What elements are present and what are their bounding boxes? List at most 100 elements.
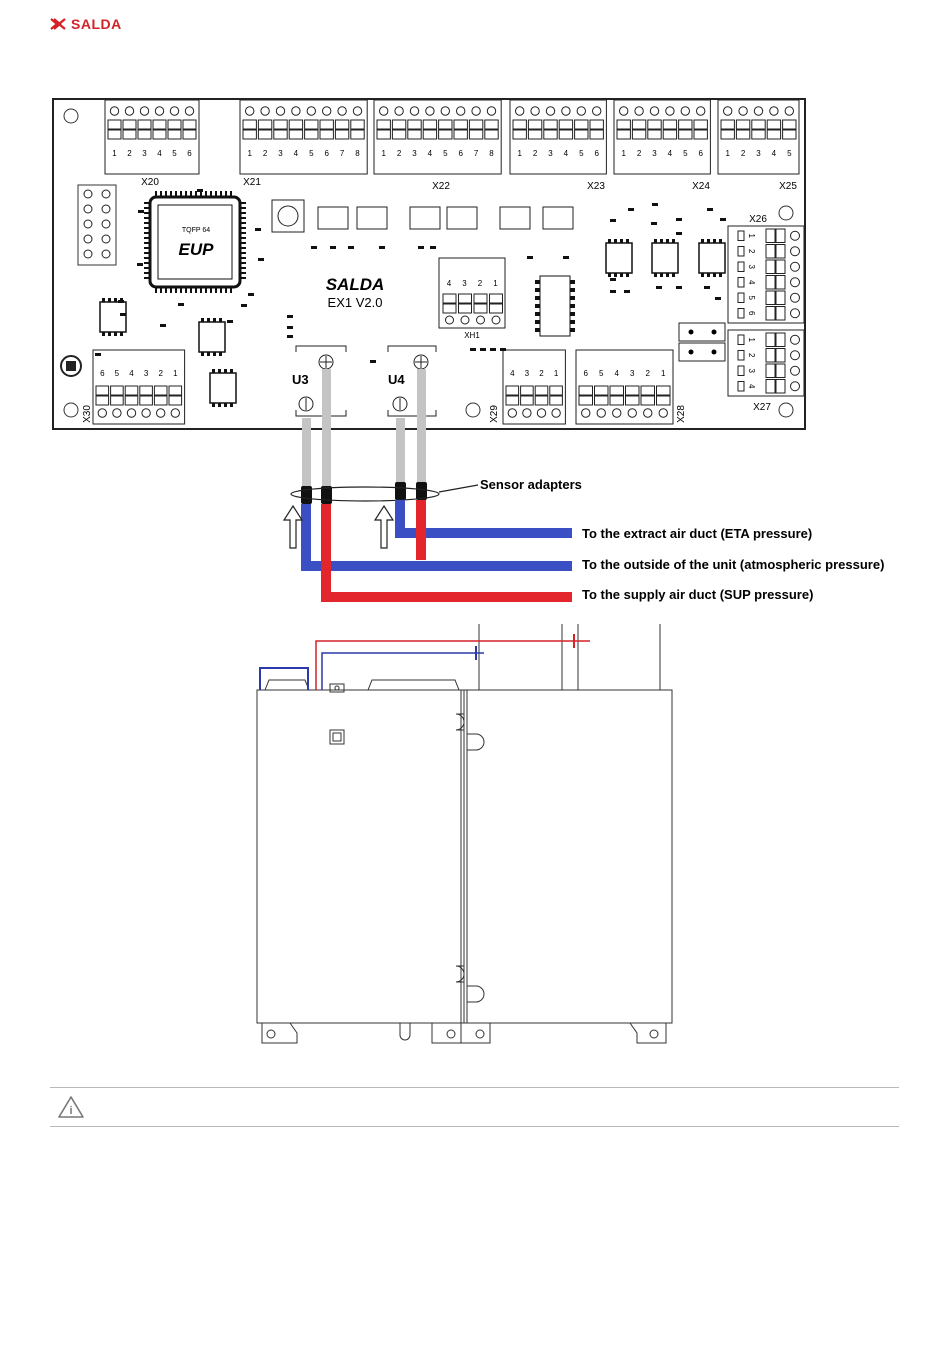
chip-label: TQFP 64	[182, 227, 210, 234]
pin-label: 1	[747, 338, 756, 343]
pin-label: 1	[554, 369, 559, 378]
pin-label: 5	[787, 149, 792, 158]
pin-label: 5	[579, 149, 584, 158]
pin-label: 6	[324, 149, 329, 158]
pin-label: 4	[615, 369, 620, 378]
push-button	[271, 199, 305, 233]
connector-label: XH1	[464, 331, 480, 340]
pin-label: 6	[187, 149, 192, 158]
connector-label: X20	[141, 177, 159, 188]
pin-label: 4	[747, 280, 756, 285]
connector-label: X26	[749, 214, 767, 225]
pin-label: 1	[493, 279, 498, 288]
pin-label: 6	[458, 149, 463, 158]
pin-label: 3	[462, 279, 467, 288]
pin-label: 4	[157, 149, 162, 158]
connector-label: X25	[779, 181, 797, 192]
connector-label: X24	[692, 181, 710, 192]
pin-label: 5	[172, 149, 177, 158]
pin-label: 2	[646, 369, 651, 378]
pin-label: 6	[698, 149, 703, 158]
pin-label: 6	[747, 311, 756, 316]
pin-label: 3	[142, 149, 147, 158]
brand-name: SALDA	[71, 16, 122, 32]
sensor-u3: U3	[292, 345, 347, 417]
pin-label: 3	[756, 149, 761, 158]
mcu-chip: TQFP 64 EUP	[144, 191, 246, 293]
salda-mark-icon	[50, 18, 66, 30]
connector-label: X21	[243, 177, 261, 188]
pin-label: 1	[725, 149, 730, 158]
connector-label: X23	[587, 181, 605, 192]
pin-label: 1	[517, 149, 522, 158]
pin-label: 1	[381, 149, 386, 158]
pin-label: 2	[539, 369, 544, 378]
board-model: EX1 V2.0	[328, 295, 383, 310]
pin-label: 3	[747, 265, 756, 270]
connector-label: X27	[753, 402, 771, 413]
warning-bar: i	[50, 1087, 899, 1127]
pin-label: 6	[584, 369, 589, 378]
pin-label: 3	[412, 149, 417, 158]
pin-label: 2	[741, 149, 746, 158]
pin-label: 4	[129, 369, 134, 378]
pin-label: 4	[294, 149, 299, 158]
connector-label: X28	[676, 405, 687, 423]
salda-logo: SALDA	[50, 16, 122, 32]
pin-label: 1	[661, 369, 666, 378]
board-brand: SALDA	[326, 275, 385, 294]
pin-label: 2	[127, 149, 132, 158]
pin-label: 2	[478, 279, 483, 288]
connector-label: X22	[432, 181, 450, 192]
pin-label: 7	[340, 149, 345, 158]
pin-label: 8	[355, 149, 360, 158]
dip-ic	[535, 275, 575, 337]
pin-label: 2	[637, 149, 642, 158]
pin-label: 4	[428, 149, 433, 158]
unit-housing	[256, 624, 673, 1044]
pin-label: 1	[112, 149, 117, 158]
tube-group	[282, 369, 572, 602]
pin-label: 4	[564, 149, 569, 158]
pin-label: 1	[621, 149, 626, 158]
so8-chips	[99, 239, 726, 407]
pin-label: 2	[158, 369, 163, 378]
pin-label: 5	[599, 369, 604, 378]
pin-label: 5	[747, 296, 756, 301]
sensor-u4: U4	[387, 345, 437, 417]
pin-label: 4	[510, 369, 515, 378]
pin-label: 4	[668, 149, 673, 158]
pin-label: 5	[443, 149, 448, 158]
connector-label: X29	[489, 405, 500, 423]
pin-label: 3	[525, 369, 530, 378]
pin-label: 5	[115, 369, 120, 378]
warning-info-icon: i	[58, 1096, 84, 1118]
pin-label: 5	[309, 149, 314, 158]
relay-row	[317, 206, 574, 230]
pin-label: 2	[263, 149, 268, 158]
push-button-cap	[277, 205, 299, 227]
pin-label: 6	[594, 149, 599, 158]
jumper-header	[77, 184, 117, 266]
pin-label: 3	[630, 369, 635, 378]
pin-label: 2	[747, 353, 756, 358]
svg-text:i: i	[69, 1105, 72, 1117]
pin-label: 2	[533, 149, 538, 158]
pin-label: 4	[772, 149, 777, 158]
pin-label: 2	[747, 249, 756, 254]
pin-label: 6	[100, 369, 105, 378]
sensor-u3-label: U3	[292, 372, 309, 387]
pin-label: 3	[652, 149, 657, 158]
